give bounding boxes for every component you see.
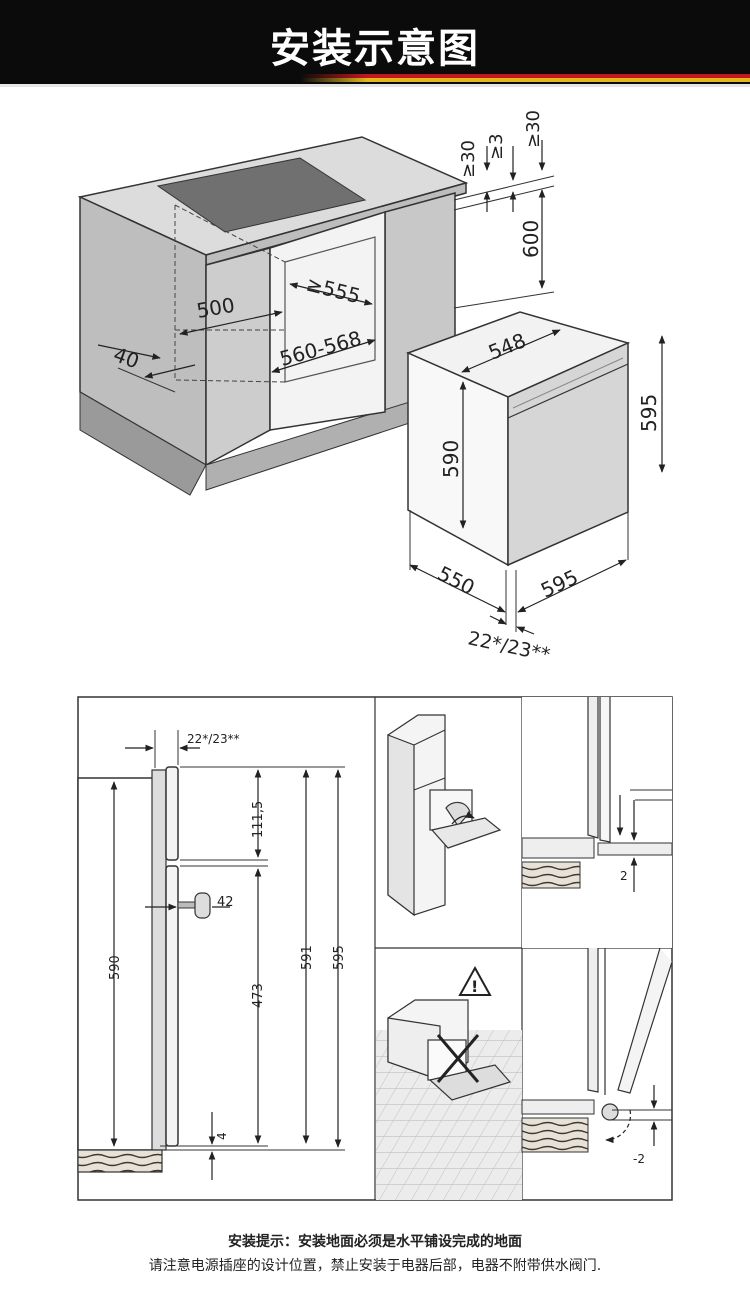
dim-595-height: 595	[637, 394, 661, 432]
warning-diagram: !	[376, 965, 522, 1200]
dim-2: 2	[620, 869, 628, 883]
header-banner: 安装示意图	[0, 0, 750, 86]
dim-590-side: 590	[108, 955, 123, 980]
dim-591: 591	[300, 945, 315, 970]
dim-595-side: 595	[332, 945, 347, 970]
dim-595-width: 595	[537, 565, 582, 603]
dim-590: 590	[439, 440, 463, 478]
dim-111-5: 111,5	[251, 801, 266, 838]
dim-600: 600	[519, 220, 543, 258]
hinge-detail-top	[521, 697, 673, 948]
dim-22-23: 22*/23**	[466, 627, 552, 666]
dim-550: 550	[434, 561, 479, 600]
dim-42: 42	[217, 895, 234, 910]
tall-unit-diagram	[387, 714, 502, 917]
dim-22-23-side: 22*/23**	[187, 732, 240, 746]
dim-ge3: ≥3	[486, 133, 507, 160]
warning-icon	[458, 965, 492, 996]
warning-symbol: !	[471, 977, 478, 996]
hinge-detail-bottom	[521, 947, 673, 1153]
page-title: 安装示意图	[270, 26, 480, 72]
install-note-detail: 请注意电源插座的设计位置，禁止安装于电器后部，电器不附带供水阀门.	[148, 1258, 602, 1274]
dim-minus2: -2	[633, 1152, 645, 1166]
dim-4: 4	[215, 1132, 229, 1140]
red-stripe	[300, 74, 750, 78]
dim-ge30-b: ≥30	[523, 110, 544, 148]
dim-473: 473	[251, 983, 266, 1008]
install-note-heading: 安装提示：安装地面必须是水平铺设完成的地面	[228, 1234, 522, 1250]
header-divider	[0, 84, 750, 87]
oven-diagram	[405, 311, 666, 635]
side-view-diagram	[77, 730, 345, 1180]
dim-ge30-a: ≥30	[458, 140, 479, 178]
gold-stripe	[300, 78, 750, 82]
side-view-labels: 22*/23** 111,5 42 590 473 591 595 4	[108, 732, 347, 1140]
